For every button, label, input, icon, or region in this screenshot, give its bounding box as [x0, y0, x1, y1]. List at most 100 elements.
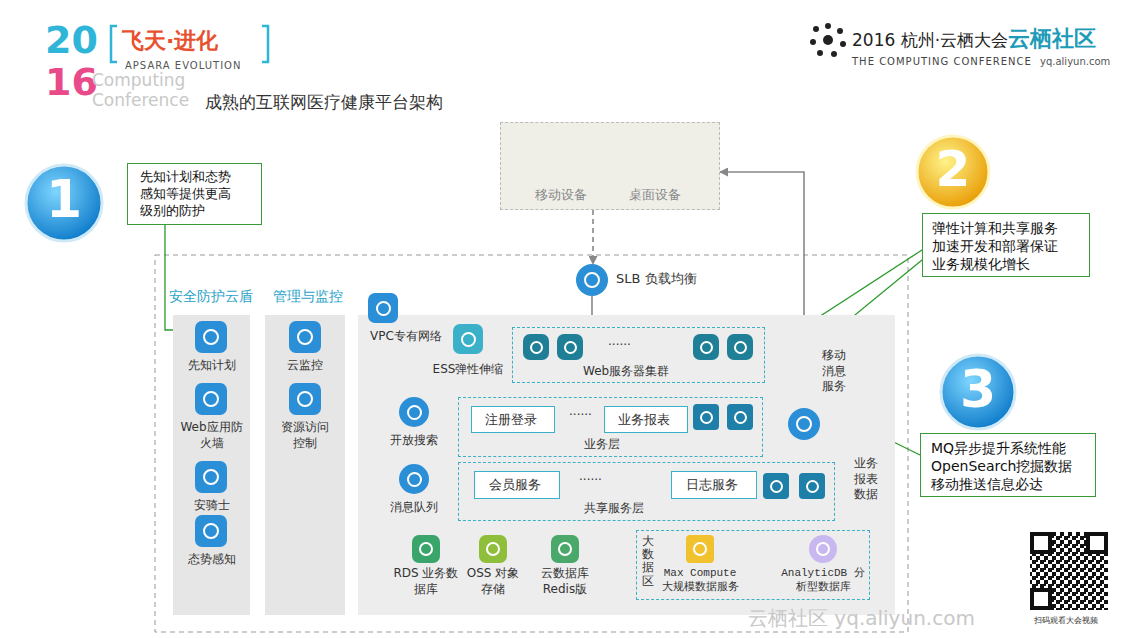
icon-glyph: [407, 405, 422, 420]
node-text: ......: [569, 404, 592, 420]
node-icon: [195, 383, 227, 415]
node-box: 态势感知: [173, 515, 255, 573]
label-text: 2: [917, 141, 989, 199]
node-text: RDS 业务数据库: [390, 566, 462, 597]
node-text: 安骑士: [173, 498, 250, 514]
icon-glyph: [700, 341, 713, 354]
node-icon: [412, 535, 440, 563]
qr-code: [1030, 532, 1108, 610]
node-text: 先知计划: [173, 358, 250, 374]
callout-leader: [165, 225, 173, 330]
node-text: 资源访问控制: [279, 420, 331, 451]
node-text: 移动设备: [535, 187, 587, 204]
logo-bracket: [111, 26, 268, 62]
node-box: RDS 业务数据库: [390, 535, 467, 601]
icon-glyph: [419, 542, 433, 556]
label-text: Conference: [92, 90, 189, 110]
node-box: 先知计划和态势感知等提供更高级别的防护: [127, 163, 262, 225]
callout-badge: [941, 355, 1015, 429]
node-icon: [368, 293, 398, 323]
icon-glyph: [558, 542, 572, 556]
icon-glyph: [693, 542, 707, 556]
node-box: SLB 负载均衡: [576, 264, 701, 296]
node-text: VPC专有网络: [370, 329, 442, 345]
icon-glyph: [407, 472, 422, 487]
node-text: 开放搜索: [383, 433, 445, 449]
node-icon: [289, 321, 321, 353]
node-text: 管理与监控: [273, 287, 343, 305]
node-icon: [788, 408, 820, 440]
node-icon: [799, 473, 825, 499]
conference-logo: [810, 23, 846, 57]
node-box: 消息队列: [383, 464, 450, 522]
node-box: 移动设备 桌面设备: [500, 122, 720, 210]
node-box: ...... 业务层 注册登录 业务报表: [458, 397, 763, 457]
node-text: ESS弹性伸缩: [428, 362, 508, 378]
node-icon: [809, 535, 837, 563]
node-text: ......: [579, 469, 602, 485]
node-box: 开放搜索: [383, 397, 450, 455]
node-text: 移动消息服务: [822, 348, 848, 395]
flow-arrow: [592, 210, 594, 264]
node-box: AnalyticDB 分析型数据库: [781, 535, 870, 599]
node-text: 先知计划和态势感知等提供更高级别的防护: [140, 169, 236, 220]
node-box: 注册登录: [471, 406, 555, 433]
label-text: yq.aliyun.com: [1040, 56, 1110, 68]
node-box: 会员服务: [474, 471, 560, 499]
label-text: 1: [26, 170, 102, 230]
icon-glyph: [486, 542, 500, 556]
node-box: 安骑士: [173, 461, 255, 518]
node-text: AnalyticDB 分析型数据库: [781, 566, 865, 595]
node-text: 业务报表: [605, 412, 683, 429]
callout-badge: [917, 136, 989, 208]
node-text: 注册登录: [472, 412, 550, 429]
icon-glyph: [203, 523, 219, 539]
label-text: Computing: [92, 70, 185, 90]
node-text: 大数据区: [642, 535, 654, 588]
node-icon: [686, 535, 714, 563]
node-text: 日志服务: [672, 477, 752, 494]
label-text: 2016 杭州·云栖大会: [852, 30, 1008, 50]
label-text: 云栖社区 yq.aliyun.com: [748, 606, 975, 630]
node-text: 云监控: [265, 358, 345, 374]
icon-glyph: [203, 469, 219, 485]
node-icon: [727, 404, 753, 430]
node-text: Web服务器集群: [583, 364, 669, 380]
icon-glyph: [806, 480, 819, 493]
node-text: ......: [608, 334, 631, 350]
node-icon: [576, 264, 608, 296]
node-box: Max Compute 大规模数据服务: [659, 535, 746, 599]
node-text: OSS 对象存储: [462, 566, 524, 597]
node-text: 共享服务层: [584, 501, 644, 517]
node-text: Max Compute 大规模数据服务: [659, 566, 741, 595]
node-box: MQ异步提升系统性能OpenSearch挖掘数据移动推送信息必达: [920, 433, 1096, 497]
icon-glyph: [297, 391, 313, 407]
node-box: 云监控: [265, 321, 350, 379]
node-text: 桌面设备: [629, 187, 681, 204]
icon-glyph: [700, 411, 713, 424]
qr-finder: [1032, 534, 1106, 608]
label-text: THE COMPUTING CONFERENCE: [852, 56, 1032, 68]
node-text: MQ异步提升系统性能OpenSearch挖掘数据移动推送信息必达: [931, 439, 1081, 494]
label-text: 16: [45, 60, 98, 106]
icon-glyph: [530, 341, 543, 354]
node-box: ...... 共享服务层 会员服务 日志服务: [458, 462, 835, 521]
node-icon: [195, 515, 227, 547]
icon-glyph: [203, 391, 219, 407]
node-text: 态势感知: [173, 552, 250, 568]
node-icon: [693, 334, 719, 360]
node-text: 云数据库 Redis版: [528, 566, 602, 597]
node-icon: [557, 334, 583, 360]
icon-glyph: [203, 329, 219, 345]
node-box: 管理与监控云监控资源访问控制: [265, 315, 345, 615]
icon-glyph: [796, 416, 812, 432]
node-text: 会员服务: [475, 477, 555, 494]
node-text: 安全防护云盾: [169, 287, 253, 305]
node-icon: [763, 473, 789, 499]
node-text: 业务层: [584, 437, 620, 453]
node-icon: [551, 535, 579, 563]
node-icon: [523, 334, 549, 360]
node-box: 资源访问控制: [265, 383, 345, 455]
icon-glyph: [584, 272, 600, 288]
